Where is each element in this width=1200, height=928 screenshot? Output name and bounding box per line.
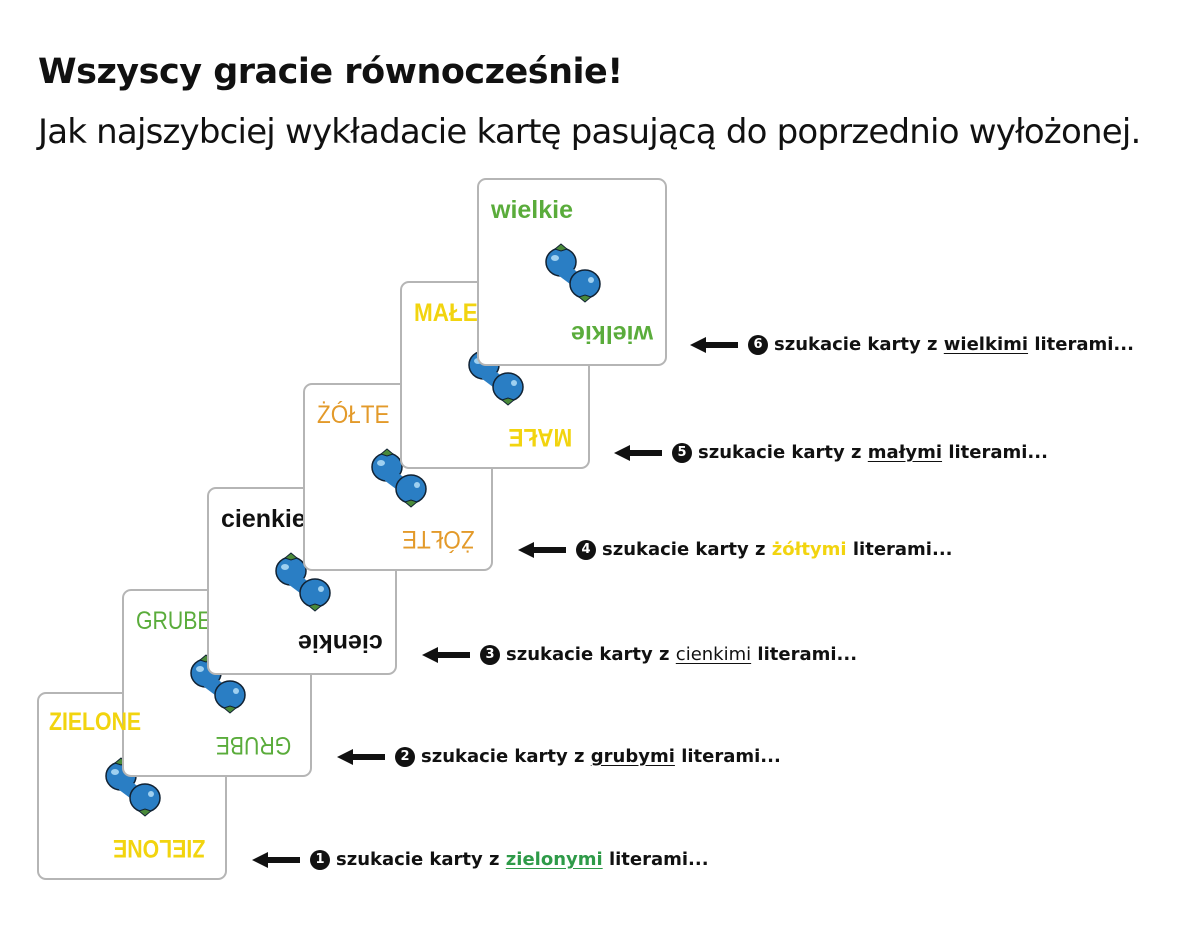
card-word-top: wielkie [491,196,573,224]
game-card-6: wielkie wielkie [477,178,667,366]
step-number-badge: 5 [672,442,692,463]
card-word-top: ŻÓŁTE [317,401,390,429]
step-keyword: grubymi [590,746,675,767]
step-number-badge: 3 [480,644,500,665]
step-keyword: zielonymi [505,849,603,870]
card-word-bot: cienkie [298,629,383,657]
step-prefix: szukacie karty z [336,849,500,870]
blueberries-icon [541,240,607,306]
heading-title: Wszyscy gracie równocześnie! [38,52,623,92]
arrow-left-icon [518,541,566,558]
blueberries-icon [367,445,433,511]
card-word-bot: MAŁE [508,423,573,451]
step-suffix: literami... [852,539,953,560]
card-word-top: ZIELONE [49,708,142,736]
step-number-badge: 1 [310,849,330,870]
blueberries-icon [271,549,337,615]
card-word-bot: ZIELONE [112,834,205,862]
step-suffix: literami... [681,746,781,767]
step-prefix: szukacie karty z [774,334,938,355]
step-prefix: szukacie karty z [506,644,670,665]
step-keyword: małymi [867,442,943,463]
card-word-bot: wielkie [571,320,653,348]
rule-step-1: 1 szukacie karty z zielonymi literami... [252,849,709,870]
step-prefix: szukacie karty z [602,539,766,560]
card-word-top: GRUBE [136,607,212,635]
step-suffix: literami... [757,644,858,665]
card-word-top: cienkie [221,505,306,533]
rule-step-2: 2 szukacie karty z grubymi literami... [337,746,781,767]
step-suffix: literami... [948,442,1048,463]
arrow-left-icon [690,336,738,353]
step-number-badge: 6 [748,334,768,355]
arrow-left-icon [614,444,662,461]
step-prefix: szukacie karty z [698,442,862,463]
step-suffix: literami... [608,849,709,870]
step-suffix: literami... [1034,334,1134,355]
card-word-bot: GRUBE [215,731,292,759]
step-prefix: szukacie karty z [421,746,585,767]
arrow-left-icon [337,748,385,765]
rule-step-4: 4 szukacie karty z żółtymi literami... [518,539,953,560]
step-keyword: żółtymi [771,539,847,560]
rule-step-5: 5 szukacie karty z małymi literami... [614,442,1048,463]
rule-step-6: 6 szukacie karty z wielkimi literami... [690,334,1134,355]
arrow-left-icon [252,851,300,868]
arrow-left-icon [422,646,470,663]
rule-step-3: 3 szukacie karty z cienkimi literami... [422,644,857,665]
card-word-top: MAŁE [414,299,478,327]
step-keyword: wielkimi [943,334,1029,355]
step-keyword: cienkimi [675,644,752,665]
card-word-bot: ŻÓŁTE [402,525,475,553]
step-number-badge: 2 [395,746,415,767]
step-number-badge: 4 [576,539,596,560]
heading-subtitle: Jak najszybciej wykładacie kartę pasując… [38,112,1141,152]
